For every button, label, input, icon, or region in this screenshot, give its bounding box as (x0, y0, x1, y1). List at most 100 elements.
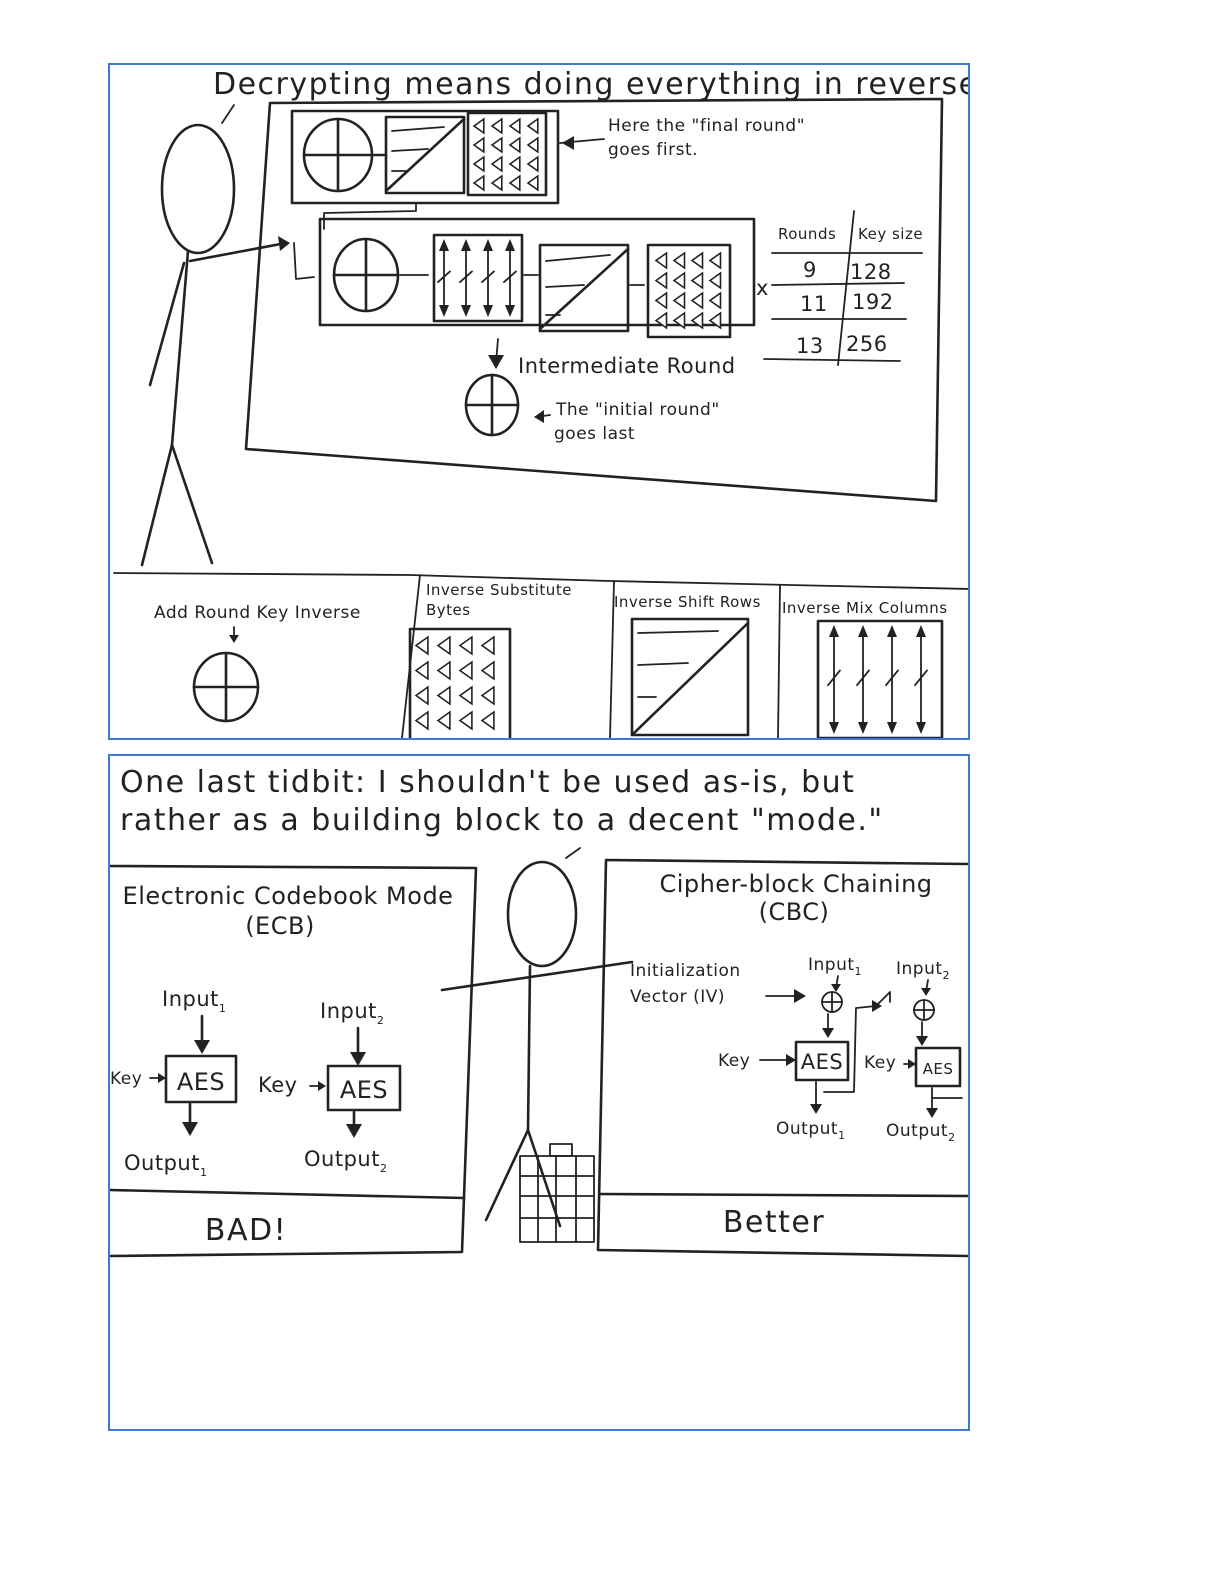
arrow-up-icon (858, 625, 868, 637)
triangle-icon (674, 293, 685, 308)
cbc-key-2: Key (864, 1053, 896, 1073)
triangles-final (474, 119, 538, 190)
arrow-up-icon (887, 625, 897, 637)
table-cell: 256 (846, 332, 888, 356)
triangle-icon (416, 712, 428, 729)
arrow-down-icon (858, 722, 868, 734)
stick-figure (142, 105, 290, 565)
ecb-key-2: Key (258, 1073, 298, 1097)
arrow-down-icon (483, 305, 493, 317)
cbc-title: Cipher-block Chaining (659, 870, 932, 898)
triangle-icon (460, 662, 472, 679)
table-cell: 9 (803, 258, 817, 282)
triangle-icon (474, 157, 484, 171)
triangle-icon (492, 119, 502, 133)
triangle-icon (460, 687, 472, 704)
arrow-down-icon (439, 305, 449, 317)
triangle-icon (492, 176, 502, 190)
arrow-down-icon (505, 305, 515, 317)
triangle-icon (438, 687, 450, 704)
triangle-icon (510, 157, 520, 171)
table-cell: 128 (850, 260, 892, 284)
cbc-input-2: Input2 (896, 959, 950, 982)
triangle-icon (656, 273, 667, 288)
triangle-icon (416, 662, 428, 679)
table-cell: 11 (800, 292, 828, 316)
cbc-aes-1: AES (801, 1050, 843, 1074)
triangle-icon (710, 273, 721, 288)
table-header-keysize: Key size (858, 225, 923, 243)
legend-mix-columns: Inverse Mix Columns (782, 599, 948, 617)
triangle-icon (528, 176, 538, 190)
panel-title: One last tidbit: I shouldn't be used as-… (120, 765, 855, 800)
cbc-aes-2: AES (923, 1060, 954, 1078)
triangle-icon (528, 138, 538, 152)
ecb-title-2: (ECB) (245, 912, 315, 940)
arrow-up-icon (483, 239, 493, 251)
arrow-up-icon (461, 239, 471, 251)
triangle-icon (474, 176, 484, 190)
triangle-icon (656, 253, 667, 268)
triangle-icon (528, 119, 538, 133)
arrow-up-icon (505, 239, 515, 251)
triangle-icon (656, 293, 667, 308)
triangle-icon (510, 176, 520, 190)
legend-sub-bytes-2: Bytes (426, 601, 471, 619)
cbc-title-2: (CBC) (759, 898, 830, 926)
arrow-down-icon (461, 305, 471, 317)
triangle-icon (674, 253, 685, 268)
arrow-down-icon (887, 722, 897, 734)
triangle-icon (438, 637, 450, 654)
rounds-keysize-table: Rounds Key size 9 128 11 192 13 256 (764, 211, 923, 365)
triangle-icon (674, 273, 685, 288)
triangle-icon (510, 138, 520, 152)
triangle-icon (692, 253, 703, 268)
cbc-box: Cipher-block Chaining (CBC) Initializati… (598, 860, 968, 1256)
comic-panel-decryption: Decrypting means doing everything in rev… (108, 63, 970, 740)
ecb-box: Electronic Codebook Mode (ECB) Input1 Ke… (110, 866, 476, 1256)
triangle-icon (710, 293, 721, 308)
triangle-icon (710, 253, 721, 268)
triangle-icon (474, 138, 484, 152)
triangle-icon (416, 687, 428, 704)
modes-drawing: One last tidbit: I shouldn't be used as-… (110, 756, 968, 1429)
ecb-key-1: Key (110, 1069, 142, 1089)
cbc-input-1: Input1 (808, 955, 862, 978)
cbc-verdict: Better (723, 1205, 825, 1240)
note-initial-round: The "initial round" (555, 400, 720, 420)
triangle-icon (692, 293, 703, 308)
initial-round-group: The "initial round" goes last (466, 375, 720, 444)
briefcase-icon (520, 1156, 594, 1242)
triangle-icon (474, 119, 484, 133)
intermediate-round-label: Intermediate Round (518, 354, 736, 378)
ecb-verdict: BAD! (205, 1213, 287, 1248)
cbc-iv-label-2: Vector (IV) (630, 987, 725, 1007)
arrow-down-icon (829, 722, 839, 734)
ecb-input-2: Input2 (320, 999, 384, 1027)
panel-title-2: rather as a building block to a decent "… (120, 803, 884, 838)
note-final-round-2: goes first. (608, 140, 698, 160)
ecb-output-2: Output2 (304, 1147, 387, 1175)
legend-strip: Add Round Key Inverse Inverse Substitute… (114, 573, 968, 738)
inverse-mix-columns-icon (818, 621, 942, 738)
cbc-output-1: Output1 (776, 1119, 846, 1142)
note-final-round: Here the "final round" (608, 116, 805, 136)
table-cell: 192 (852, 290, 894, 314)
arrow-up-icon (439, 239, 449, 251)
ecb-input-1: Input1 (162, 987, 226, 1015)
triangle-icon (510, 119, 520, 133)
arrow-up-icon (829, 625, 839, 637)
triangle-icon (482, 712, 494, 729)
arrow-up-icon (916, 625, 926, 637)
triangle-icon (416, 637, 428, 654)
panel-title: Decrypting means doing everything in rev… (213, 67, 968, 102)
triangle-icon (460, 712, 472, 729)
legend-add-round-key: Add Round Key Inverse (154, 603, 361, 623)
decryption-drawing: Decrypting means doing everything in rev… (110, 65, 968, 738)
cbc-output-2: Output2 (886, 1121, 956, 1144)
ecb-output-1: Output1 (124, 1151, 207, 1179)
note-initial-round-2: goes last (554, 424, 635, 444)
triangle-icon (482, 637, 494, 654)
cbc-iv-label: Initialization (630, 961, 741, 981)
times-symbol: x (756, 276, 769, 300)
